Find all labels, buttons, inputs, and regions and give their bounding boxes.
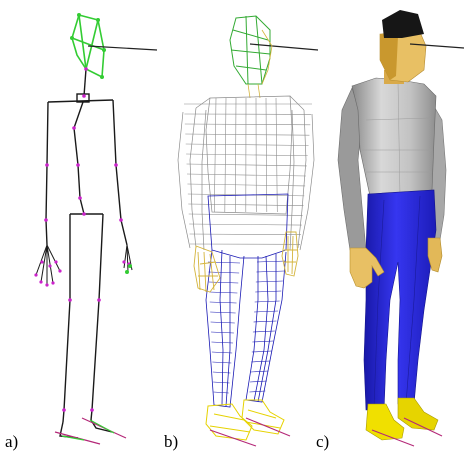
- wire-leg-ring: [212, 352, 232, 353]
- wire-ring: [186, 154, 308, 156]
- wire-lower-body: [206, 194, 288, 407]
- wire-leg-ring: [211, 322, 235, 323]
- wire-leg-ring: [253, 331, 275, 332]
- wire-ring: [189, 224, 302, 225]
- wire-head: [230, 16, 270, 84]
- wire-ring: [190, 234, 301, 235]
- skeleton-bones: [46, 69, 127, 438]
- panel-label-c: c): [316, 433, 329, 450]
- wire-leg-rings: [208, 261, 286, 393]
- wire-leg-ring: [252, 341, 273, 342]
- wire-ring: [187, 164, 307, 166]
- panel-b-wireframe: [178, 16, 318, 446]
- wire-leg-ring: [214, 392, 229, 393]
- wire-vertical: [214, 98, 216, 212]
- wire-leg-ring: [256, 271, 284, 272]
- wire-vertical: [276, 98, 277, 212]
- wire-leg-ring: [213, 382, 229, 383]
- shaded-face-side: [380, 34, 398, 80]
- wire-leg-ring: [252, 351, 272, 352]
- wire-leg-ring: [211, 332, 234, 333]
- wire-leg-ring: [249, 391, 265, 392]
- skeleton-joints: [34, 67, 130, 412]
- wire-feet: [206, 400, 284, 440]
- wire-ring: [186, 144, 309, 146]
- wire-leg-ring: [257, 261, 286, 262]
- left-hand-bones: [36, 245, 60, 285]
- panel-c-shaded-figure: [338, 10, 464, 446]
- wire-leg-ring: [256, 281, 283, 282]
- shaded-shirt: [352, 78, 436, 196]
- wire-leg-ring: [250, 381, 267, 382]
- wire-leg-ring: [254, 321, 277, 322]
- wire-leg-ring: [213, 372, 231, 373]
- shaded-trousers: [364, 190, 436, 410]
- panel-a-skeleton: [34, 13, 157, 444]
- panel-label-b: b): [164, 433, 178, 450]
- wire-leg-ring: [212, 362, 231, 363]
- shaded-hair: [382, 10, 424, 38]
- panel-label-a: a): [5, 433, 18, 450]
- skeleton-head-joints: [70, 13, 132, 274]
- gaze-line: [250, 44, 318, 50]
- wire-leg-ring: [210, 312, 235, 313]
- right-hand-bones: [124, 245, 132, 272]
- wire-leg-ring: [251, 361, 270, 362]
- wire-leg-ring: [208, 272, 239, 273]
- wire-leg-ring: [210, 302, 237, 303]
- foot-targets: [55, 418, 126, 444]
- wire-left-hand: [194, 246, 220, 292]
- wire-ring: [187, 174, 306, 176]
- wire-ring: [187, 184, 305, 186]
- wire-leg-ring: [209, 292, 237, 293]
- wire-leg-ring: [255, 291, 281, 292]
